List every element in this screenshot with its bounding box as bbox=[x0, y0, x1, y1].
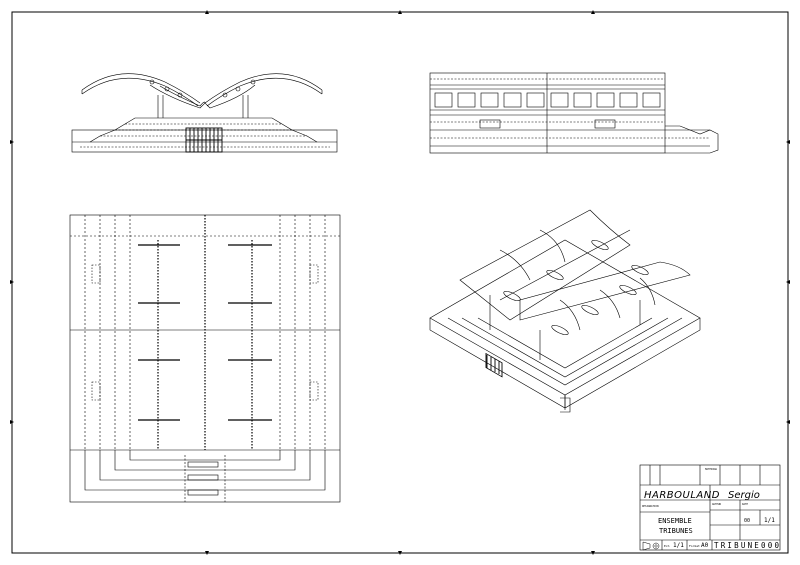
title-block-text: HARBOULAND Sergio ENSEMBLE TRIBUNES DESI… bbox=[642, 467, 781, 550]
side-elevation-view bbox=[429, 72, 719, 154]
plan-view bbox=[69, 214, 341, 503]
small-label-date: DATE bbox=[742, 502, 749, 506]
ech-label: Ech bbox=[664, 544, 670, 548]
company-name: HARBOULAND bbox=[644, 490, 720, 501]
centering-marks bbox=[10, 10, 790, 555]
format-value: A0 bbox=[701, 542, 709, 549]
drawing-number: TRIBUNE000 bbox=[714, 541, 781, 550]
rev-value: 00 bbox=[744, 518, 750, 524]
drawing-title-line1: ENSEMBLE bbox=[658, 517, 692, 525]
small-label-auteur: AUTEUR bbox=[712, 502, 722, 506]
scale-value: 1/1 bbox=[673, 542, 684, 549]
author-name: Sergio bbox=[728, 490, 760, 501]
drawing-title-line2: TRIBUNES bbox=[659, 527, 693, 535]
front-elevation-view bbox=[71, 73, 338, 153]
title-block bbox=[639, 464, 781, 551]
small-label-materiau: MATERIAU bbox=[705, 467, 718, 471]
projection-symbol-icon bbox=[642, 541, 660, 551]
format-label: Format bbox=[689, 544, 700, 548]
sheet-border bbox=[11, 11, 789, 554]
small-label-designation: DESIGNATION bbox=[642, 504, 659, 508]
sheet-value: 1/1 bbox=[764, 517, 775, 524]
isometric-view bbox=[429, 209, 701, 413]
